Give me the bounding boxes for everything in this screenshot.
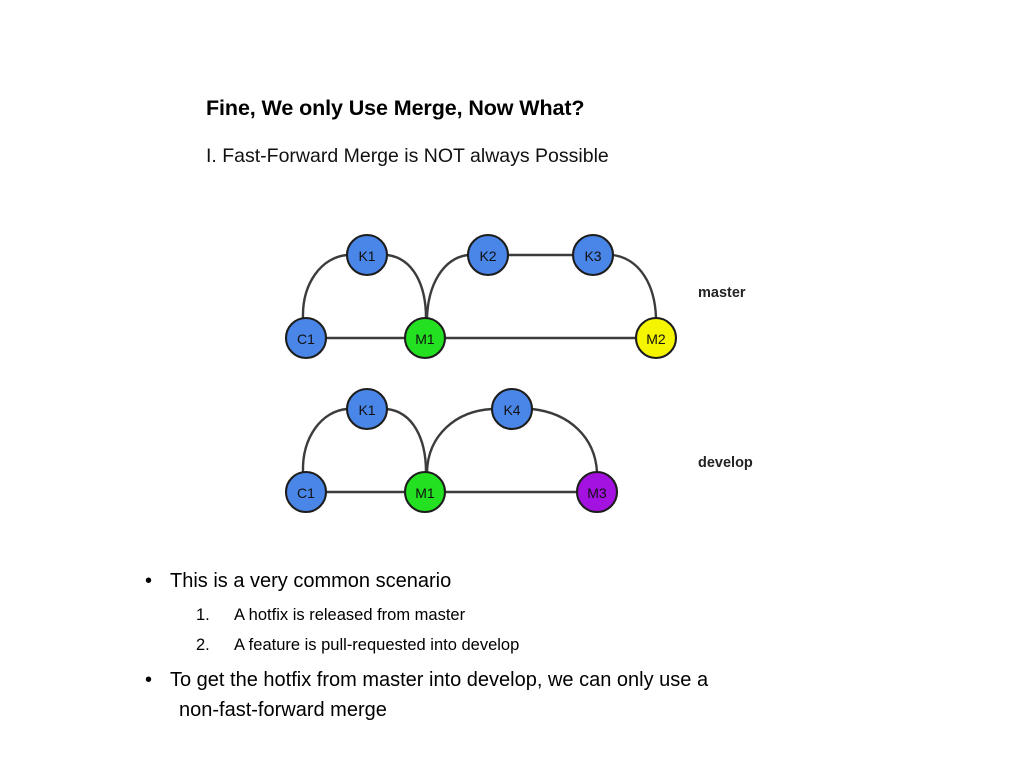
bullet-marker-number-2: 2. xyxy=(196,636,210,654)
edge-develop-k4-m3 xyxy=(530,407,599,474)
edge-master-m1-k2 xyxy=(425,253,470,320)
node-circle-k1-develop[interactable] xyxy=(345,387,389,431)
node-master-k2[interactable]: K2 xyxy=(466,233,510,277)
bullet-text-sub-1: A hotfix is released from master xyxy=(234,606,466,624)
bullet-text-sub-2: A feature is pull-requested into develop xyxy=(234,636,520,654)
node-label-m1-develop: M1 xyxy=(415,485,435,501)
node-circle-c1-master[interactable] xyxy=(284,316,328,360)
branch-label-master: master xyxy=(698,285,746,301)
bullet-item-primary-2: • To get the hotfix from master into dev… xyxy=(136,665,926,695)
bullet-marker-dot-2: • xyxy=(145,669,153,691)
edge-master-k1-m1 xyxy=(385,253,428,320)
node-circle-c1-develop[interactable] xyxy=(284,470,328,514)
branch-label-develop: develop xyxy=(698,455,753,471)
edge-develop-c1-k1 xyxy=(301,407,349,474)
node-label-k4-develop: K4 xyxy=(503,402,520,418)
git-branch-diagram: C1 K1 M1 K2 K3 xyxy=(270,215,830,530)
bullet-item-sub-1: 1. A hotfix is released from master xyxy=(136,602,926,629)
edge-develop-m1-k4 xyxy=(425,407,494,474)
node-develop-m3[interactable]: M3 xyxy=(575,470,619,514)
bullet-marker-number-1: 1. xyxy=(196,606,210,624)
bullet-item-primary-1: • This is a very common scenario xyxy=(136,566,926,596)
bullet-list: • This is a very common scenario 1. A ho… xyxy=(136,566,926,725)
node-circle-m3-develop[interactable] xyxy=(575,470,619,514)
bullet-text-primary-2-line2: non-fast-forward merge xyxy=(179,699,387,721)
node-develop-m1[interactable]: M1 xyxy=(403,470,447,514)
bullet-marker-dot: • xyxy=(145,570,153,592)
node-label-m1-master: M1 xyxy=(415,331,435,347)
node-circle-m1-master[interactable] xyxy=(403,316,447,360)
node-develop-k4[interactable]: K4 xyxy=(490,387,534,431)
node-develop-k1[interactable]: K1 xyxy=(345,387,389,431)
edge-master-c1-k1 xyxy=(301,253,349,320)
node-master-k1[interactable]: K1 xyxy=(345,233,389,277)
page-title: Fine, We only Use Merge, Now What? xyxy=(206,96,585,120)
node-label-c1-develop: C1 xyxy=(297,485,315,501)
node-circle-k3-master[interactable] xyxy=(571,233,615,277)
node-master-m2[interactable]: M2 xyxy=(634,316,678,360)
node-master-c1[interactable]: C1 xyxy=(284,316,328,360)
node-label-k1-master: K1 xyxy=(358,248,375,264)
node-circle-k1-master[interactable] xyxy=(345,233,389,277)
node-circle-m2-master[interactable] xyxy=(634,316,678,360)
node-label-k3-master: K3 xyxy=(584,248,601,264)
node-circle-m1-develop[interactable] xyxy=(403,470,447,514)
bullet-text-primary-1: This is a very common scenario xyxy=(170,570,452,592)
node-label-k2-master: K2 xyxy=(479,248,496,264)
node-label-k1-develop: K1 xyxy=(358,402,375,418)
page-subtitle: I. Fast-Forward Merge is NOT always Poss… xyxy=(206,145,609,167)
node-master-m1[interactable]: M1 xyxy=(403,316,447,360)
edge-develop-k1-m1 xyxy=(385,407,428,474)
node-circle-k4-develop[interactable] xyxy=(490,387,534,431)
edge-master-k3-m2 xyxy=(611,253,658,320)
bullet-item-sub-2: 2. A feature is pull-requested into deve… xyxy=(136,632,926,659)
bullet-text-primary-2: To get the hotfix from master into devel… xyxy=(170,669,709,691)
master-branch-group: C1 K1 M1 K2 K3 xyxy=(284,233,746,360)
develop-branch-group: C1 K1 M1 K4 M3 develop xyxy=(284,387,753,514)
node-label-m3-develop: M3 xyxy=(587,485,607,501)
node-circle-k2-master[interactable] xyxy=(466,233,510,277)
node-master-k3[interactable]: K3 xyxy=(571,233,615,277)
node-label-c1-master: C1 xyxy=(297,331,315,347)
node-develop-c1[interactable]: C1 xyxy=(284,470,328,514)
node-label-m2-master: M2 xyxy=(646,331,666,347)
